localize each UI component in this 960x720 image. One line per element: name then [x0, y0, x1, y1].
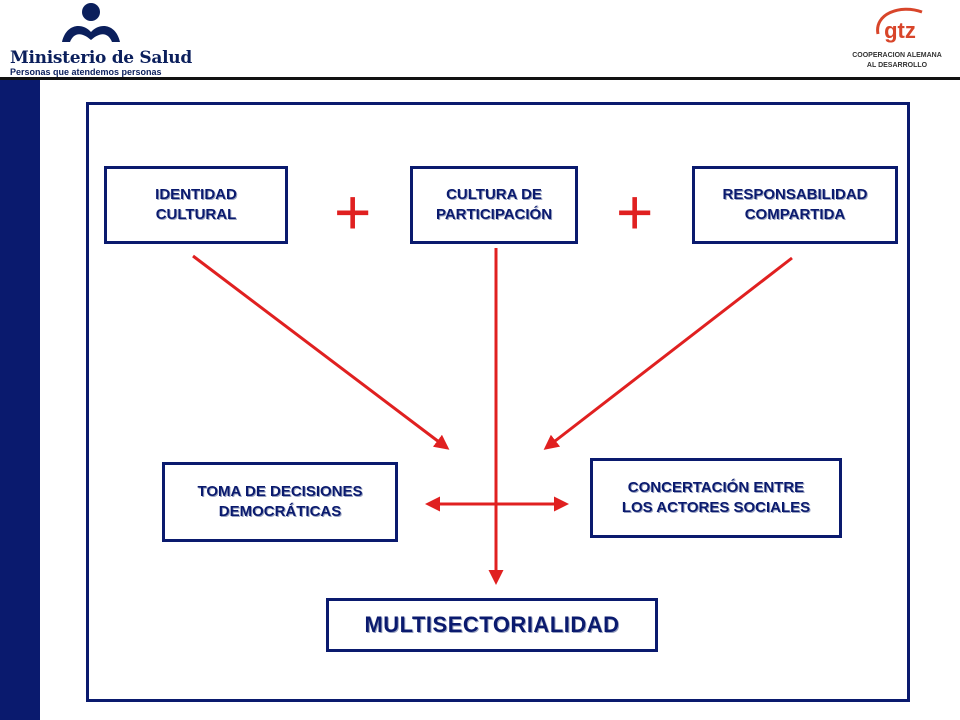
box-cultura-participacion-label: CULTURA DE PARTICIPACIÓN [435, 186, 553, 223]
header-divider [0, 77, 960, 80]
box-concertacion: CONCERTACIÓN ENTRE LOS ACTORES SOCIALES [590, 458, 842, 538]
box-toma-decisiones-label: TOMA DE DECISIONES DEMOCRÁTICAS [197, 483, 363, 520]
box-concertacion-label: CONCERTACIÓN ENTRE LOS ACTORES SOCIALES [621, 479, 811, 516]
box-identidad-cultural-label: IDENTIDAD CULTURAL [155, 186, 237, 223]
box-responsabilidad-compartida: RESPONSABILIDAD COMPARTIDA [692, 166, 898, 244]
arrow-identidad-to-center [192, 254, 450, 450]
box-multisectorialidad-label: MULTISECTORIALIDAD [364, 612, 620, 637]
gtz-logo-icon: gtz [876, 7, 923, 43]
ministerio-title: Ministerio de Salud [10, 48, 192, 68]
gtz-logo: gtz COOPERACION ALEMANA AL DESARROLLO [842, 4, 952, 74]
diagram-frame [86, 102, 910, 702]
box-responsabilidad-compartida-label: RESPONSABILIDAD COMPARTIDA [722, 186, 868, 223]
gtz-line-2: AL DESARROLLO [866, 62, 928, 69]
ministerio-logo-icon [62, 3, 120, 42]
box-multisectorialidad: MULTISECTORIALIDAD [326, 598, 658, 652]
ministerio-subtitle: Personas que atendemos personas [10, 67, 162, 77]
box-toma-decisiones: TOMA DE DECISIONES DEMOCRÁTICAS [162, 462, 398, 542]
left-accent-bar [0, 80, 40, 720]
gtz-line-1: COOPERACION ALEMANA [852, 52, 942, 59]
plus-sign-right: + [616, 176, 654, 248]
box-identidad-cultural: IDENTIDAD CULTURAL [104, 166, 288, 244]
ministerio-logo: Ministerio de Salud Personas que atendem… [6, 2, 192, 77]
gtz-wordmark: gtz [884, 18, 916, 43]
plus-sign-left: + [334, 176, 372, 248]
box-cultura-participacion: CULTURA DE PARTICIPACIÓN [410, 166, 578, 244]
arrow-responsabilidad-to-center [543, 256, 793, 450]
